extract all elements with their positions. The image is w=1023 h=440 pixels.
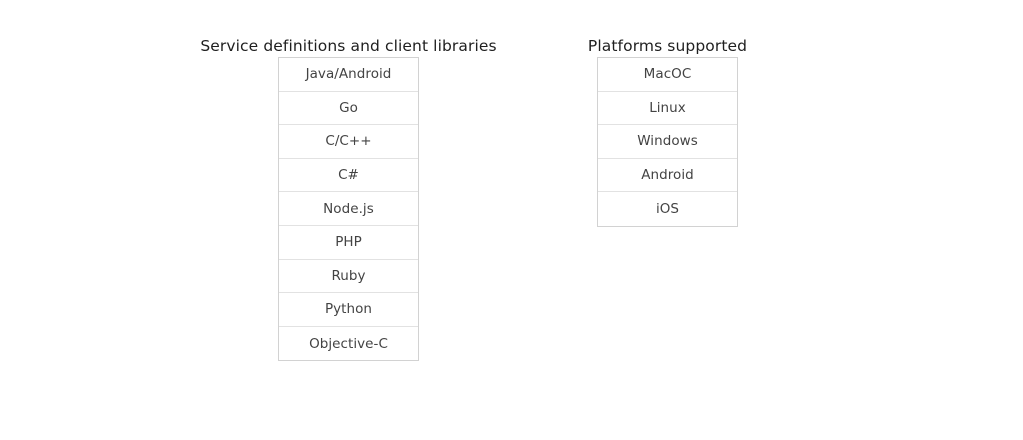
platforms-table: MacOC Linux Windows Android iOS [597, 57, 738, 227]
services-cell-objective-c: Objective-C [309, 335, 388, 352]
platforms-cell-macoc: MacOC [643, 66, 692, 83]
table-row: Windows [598, 125, 737, 159]
table-row: iOS [598, 192, 737, 226]
platforms-column: Platforms supported MacOC Linux Windows … [588, 36, 747, 227]
table-row: Linux [598, 92, 737, 126]
services-table: Java/Android Go C/C++ C# Node.js PHP Rub… [278, 57, 419, 362]
platforms-column-heading-text: Platforms supported [587, 37, 748, 55]
table-row: Go [279, 92, 418, 126]
table-row: Ruby [279, 260, 418, 294]
services-cell-python: Python [324, 301, 373, 318]
platforms-cell-linux: Linux [649, 99, 686, 116]
services-cell-nodejs: Node.js [323, 200, 374, 217]
table-row: Java/Android [279, 58, 418, 92]
platforms-cell-windows: Windows [637, 133, 698, 150]
table-row: MacOC [598, 58, 737, 92]
services-column: Service definitions and client libraries… [200, 36, 497, 362]
table-row: Objective-C [279, 327, 418, 361]
services-cell-c-cpp: C/C++ [325, 133, 372, 150]
table-row: C/C++ [279, 125, 418, 159]
services-cell-php: PHP [335, 234, 362, 251]
services-cell-go: Go [339, 99, 358, 116]
table-row: Node.js [279, 192, 418, 226]
table-row: C# [279, 159, 418, 193]
services-cell-csharp: C# [338, 167, 359, 184]
table-row: Python [279, 293, 418, 327]
services-cell-java-android: Java/Android [305, 66, 392, 83]
platforms-cell-ios: iOS [655, 201, 680, 218]
table-row: PHP [279, 226, 418, 260]
table-row: Android [598, 159, 737, 193]
services-cell-ruby: Ruby [331, 267, 366, 284]
services-column-heading-text: Service definitions and client libraries [200, 37, 497, 55]
platforms-cell-android: Android [641, 167, 694, 184]
